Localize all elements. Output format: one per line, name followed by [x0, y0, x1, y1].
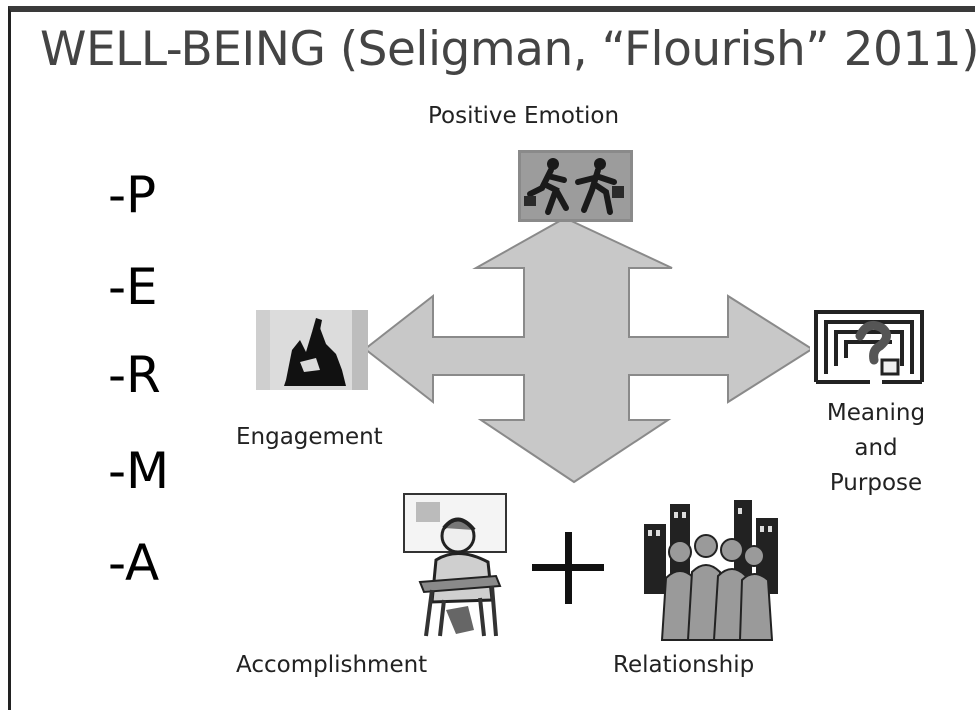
- perma-letter-m: -M: [108, 442, 170, 500]
- perma-letter-e: -E: [108, 258, 158, 316]
- perma-letter-p: -P: [108, 166, 157, 224]
- slide-frame: [8, 6, 975, 710]
- meaning-label: Meaning and Purpose: [812, 396, 940, 501]
- maze-question-icon: [810, 302, 928, 390]
- perma-letter-r: -R: [108, 346, 161, 404]
- group-people-icon: [644, 500, 778, 641]
- four-way-arrow-shape: [363, 216, 814, 484]
- engagement-label: Engagement: [236, 424, 383, 450]
- plus-icon: [532, 532, 604, 604]
- meaning-label-line-1: Meaning: [826, 400, 926, 426]
- perma-letter-a: -A: [108, 534, 160, 592]
- hands-icon: [256, 310, 368, 390]
- meaning-label-line-2: and: [854, 435, 898, 461]
- relationship-label: Relationship: [613, 652, 755, 678]
- meaning-label-line-3: Purpose: [829, 470, 923, 496]
- slide-title: WELL-BEING (Seligman, “Flourish” 2011): [40, 22, 979, 77]
- positive-emotion-label: Positive Emotion: [428, 103, 620, 129]
- running-people-icon: [518, 150, 633, 222]
- student-desk-icon: [403, 493, 507, 637]
- accomplishment-label: Accomplishment: [236, 652, 428, 678]
